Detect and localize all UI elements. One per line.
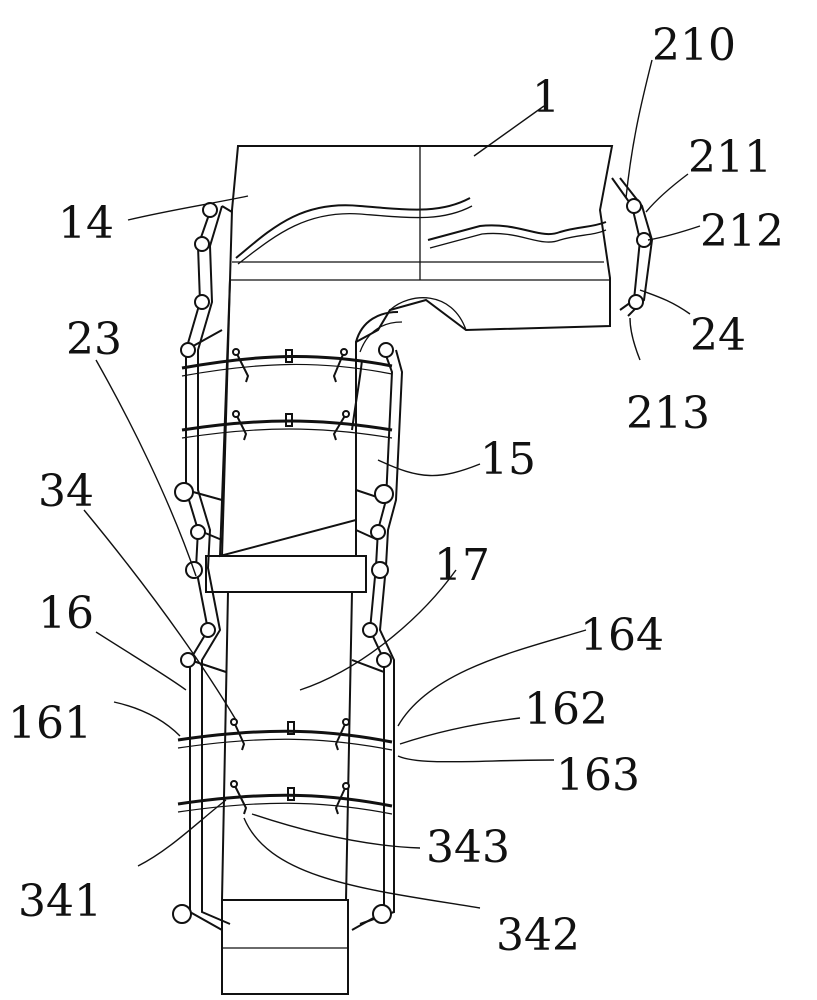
adjusters: [230, 348, 350, 815]
hip-body: [218, 145, 614, 558]
label-212: 212: [700, 206, 784, 257]
label-14: 14: [58, 198, 114, 249]
label-162: 162: [524, 684, 608, 735]
label-24: 24: [690, 310, 746, 361]
knee-bar: [205, 555, 367, 593]
label-163: 163: [556, 750, 640, 801]
label-15: 15: [480, 434, 536, 485]
label-17: 17: [434, 540, 490, 591]
shank-bands: [177, 721, 393, 815]
label-342: 342: [496, 910, 580, 961]
label-213: 213: [626, 388, 710, 439]
label-343: 343: [426, 822, 510, 873]
label-34: 34: [38, 466, 94, 517]
label-23: 23: [66, 314, 122, 365]
label-210: 210: [652, 20, 736, 71]
label-161: 161: [8, 698, 92, 749]
label-1: 1: [532, 72, 560, 123]
label-164: 164: [580, 610, 664, 661]
right-frame: [351, 177, 654, 931]
leaders: [83, 59, 701, 909]
label-211: 211: [688, 132, 772, 183]
labels: 1 210 211 212 14 24 23 213 15 34 17 16 1…: [8, 20, 784, 961]
thigh-bands: [181, 349, 393, 439]
thigh-tube: [221, 279, 403, 557]
joints: [172, 198, 652, 924]
label-341: 341: [18, 876, 102, 927]
label-16: 16: [38, 588, 94, 639]
